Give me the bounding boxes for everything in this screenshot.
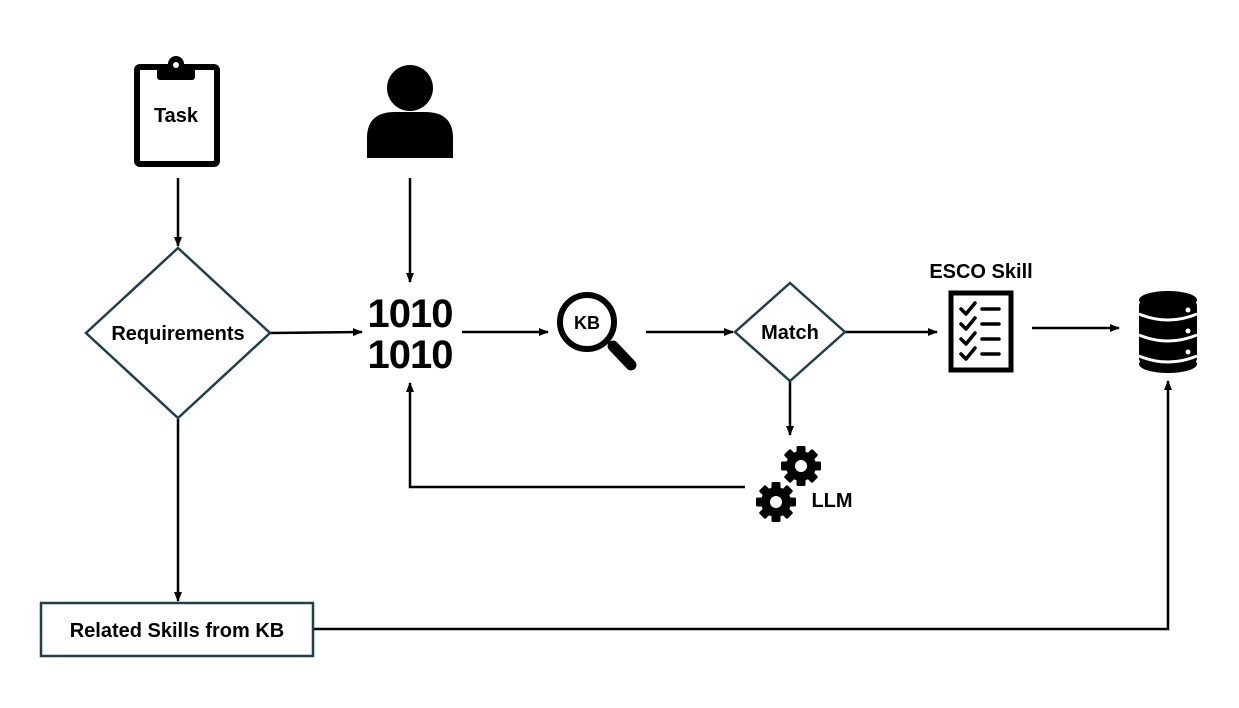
edge-related-skills-to-database	[314, 380, 1172, 631]
person-icon	[367, 65, 453, 158]
checklist-icon	[948, 290, 1014, 373]
database-icon	[1138, 291, 1198, 373]
match-node: Match	[733, 281, 847, 383]
edge-requirements-to-binary	[269, 328, 363, 337]
kb-search-node: KB	[557, 292, 637, 371]
gears-icon	[756, 446, 821, 522]
match-label: Match	[761, 322, 819, 344]
requirements-label: Requirements	[111, 323, 244, 345]
related-skills-label: Related Skills from KB	[70, 620, 285, 642]
edges	[174, 178, 1172, 631]
task-node: Task	[134, 56, 220, 167]
esco-skill-node: ESCO Skill	[929, 261, 1033, 373]
binary-data-icon: 1010 1010	[368, 292, 454, 377]
clipboard-icon	[134, 56, 220, 167]
llm-node: LLM	[756, 446, 853, 522]
related-skills-node: Related Skills from KB	[39, 601, 315, 658]
edge-llm-to-binary	[406, 382, 745, 489]
requirements-diamond	[84, 246, 272, 420]
magnifier-icon	[557, 292, 637, 371]
binary-line-2: 1010	[368, 333, 453, 377]
task-label: Task	[154, 105, 199, 127]
match-diamond	[733, 281, 847, 383]
binary-line-1: 1010	[368, 292, 453, 336]
llm-label: LLM	[811, 490, 852, 512]
kb-label: KB	[574, 313, 600, 333]
esco-skill-label: ESCO Skill	[929, 261, 1032, 283]
requirements-node: Requirements	[84, 246, 272, 420]
related-skills-box	[39, 601, 315, 658]
